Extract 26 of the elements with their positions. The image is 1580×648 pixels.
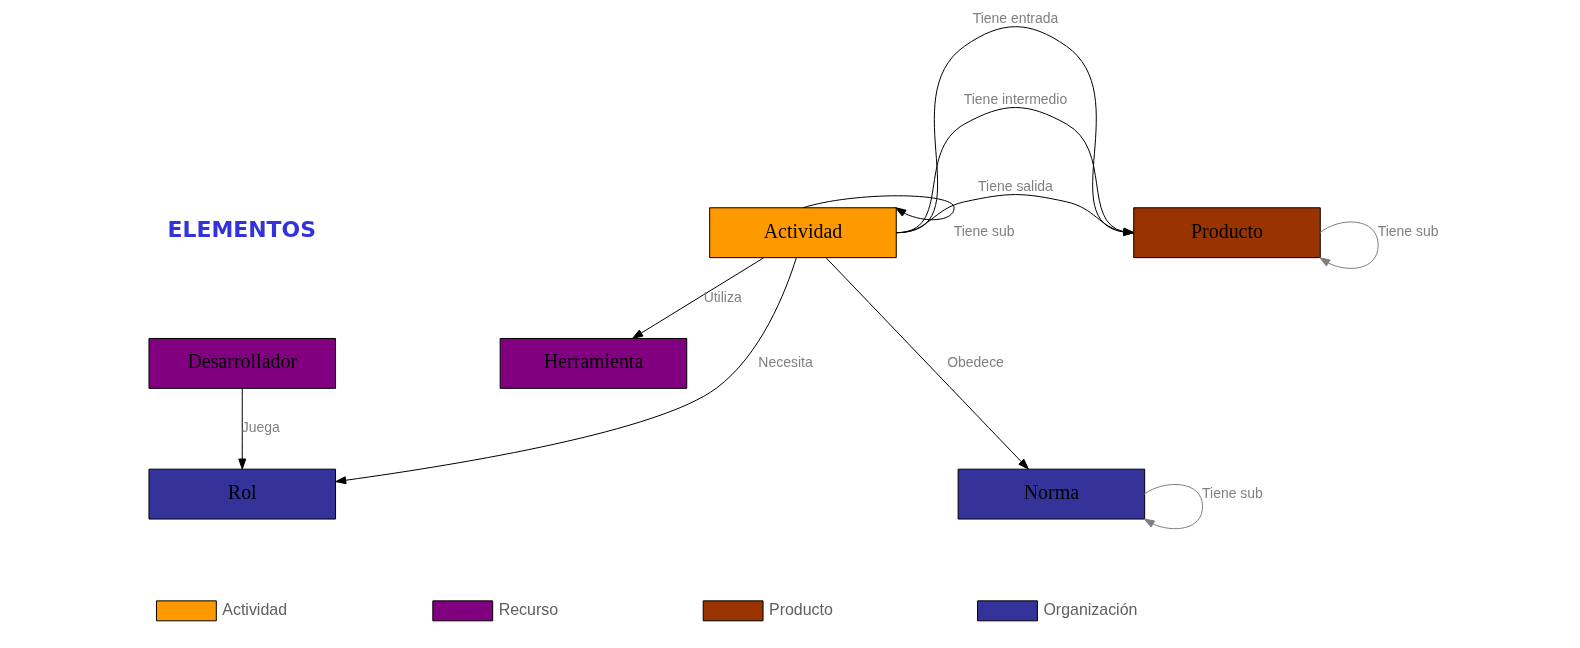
edge-label: Tiene sub	[1202, 484, 1263, 501]
node-box: Norma	[957, 468, 1146, 520]
edge-label: Tiene salida	[978, 178, 1053, 195]
arrow	[1143, 483, 1204, 530]
arrow	[1319, 221, 1379, 269]
arrow	[825, 257, 1029, 470]
legend-label: Organización	[1043, 600, 1138, 618]
node-box: Producto	[1133, 207, 1321, 259]
edge-label: Necesita	[758, 354, 813, 371]
edge-label: Tiene sub	[953, 223, 1015, 240]
arrow	[335, 257, 797, 485]
node-box: Desarrollador	[148, 337, 337, 389]
edge-label: Tiene sub	[1377, 223, 1439, 240]
edge-label: Obedece	[947, 354, 1004, 371]
arrow	[632, 257, 765, 339]
label: ELEMENTOS	[167, 217, 316, 243]
legend-label: Actividad	[222, 600, 288, 618]
legend-label: Recurso	[498, 600, 559, 618]
arrow	[238, 388, 247, 470]
node-box: Rol	[148, 468, 337, 520]
node-box: Actividad	[709, 207, 897, 259]
edge-label: Tiene intermedio	[963, 91, 1068, 108]
legend-label: Producto	[769, 600, 833, 618]
node-box: Herramienta	[499, 337, 688, 389]
edge-label: Tiene entrada	[972, 10, 1059, 27]
edge-label: Utiliza	[703, 288, 742, 305]
